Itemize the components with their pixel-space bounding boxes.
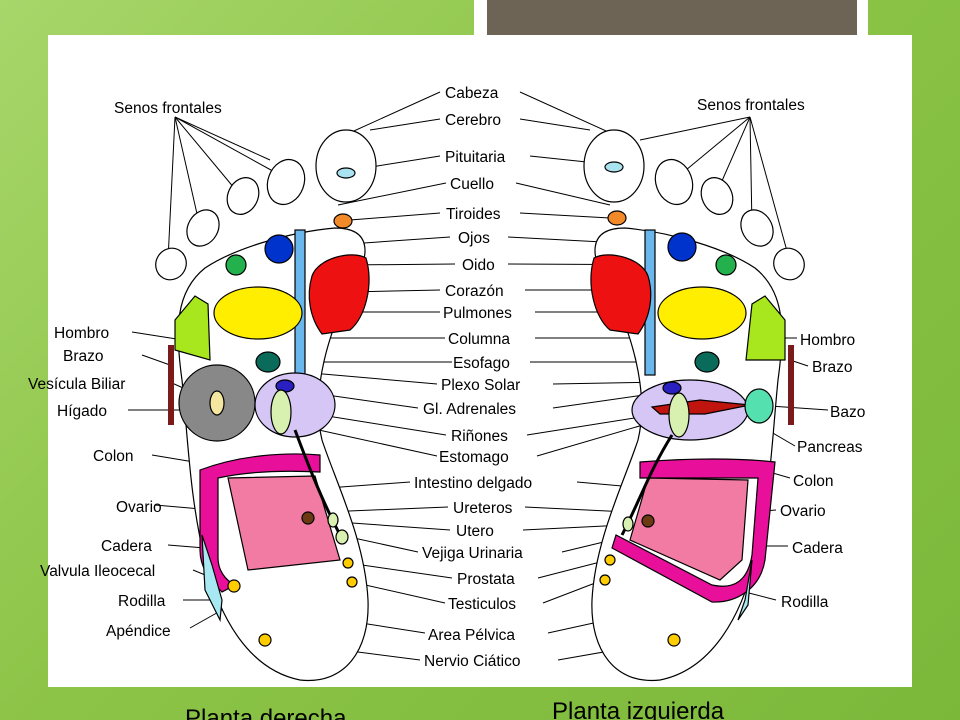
left-point-testicles: [599, 574, 611, 586]
right-ear: [225, 254, 247, 276]
right-thyroid: [333, 213, 353, 229]
right-foot: [155, 129, 377, 682]
label-left-brazo: Brazo: [63, 348, 104, 365]
right-point-prostate: [342, 557, 354, 569]
label-center-utero: Utero: [456, 523, 494, 540]
right-esophagus: [255, 351, 281, 373]
label-left-senos-frontales: Senos frontales: [114, 100, 222, 117]
left-shoulder: [745, 295, 786, 361]
label-right-cadera: Cadera: [792, 540, 843, 557]
left-esophagus: [694, 351, 720, 373]
label-left-vesicula-biliar: Vesícula Biliar: [28, 376, 125, 393]
labels: CabezaCerebroPituitariaCuelloTiroidesOjo…: [28, 85, 865, 670]
label-right-senos-frontales: Senos frontales: [697, 97, 805, 114]
label-right-brazo: Brazo: [812, 359, 853, 376]
right-toes: [155, 129, 377, 281]
left-arm: [788, 345, 794, 425]
right-lung: [213, 286, 303, 340]
left-pituitary: [604, 161, 624, 173]
label-center-prostata: Prostata: [457, 571, 515, 588]
left-kidney: [668, 392, 690, 438]
label-center-plexo-solar: Plexo Solar: [441, 377, 520, 394]
right-intestine: [227, 475, 341, 571]
left-point-prostate: [604, 554, 616, 566]
label-center-intestino-delgado: Intestino delgado: [414, 475, 532, 492]
label-center-nervio-ciatico: Nervio Ciático: [424, 653, 520, 670]
label-center-cerebro: Cerebro: [445, 112, 501, 129]
right-pelvic-edge: [201, 534, 223, 623]
label-center-pituitaria: Pituitaria: [445, 149, 506, 166]
right-arm: [168, 345, 174, 425]
left-spleen: [744, 388, 774, 424]
label-center-cabeza: Cabeza: [445, 85, 499, 102]
right-solar-plexus: [254, 372, 336, 438]
right-pituitary: [336, 167, 356, 179]
label-left-colon: Colon: [93, 448, 134, 465]
label-center-tiroides: Tiroides: [446, 206, 501, 223]
caption-right-foot: Planta derecha: [185, 705, 347, 720]
label-right-ovario: Ovario: [780, 503, 826, 520]
left-heart: [590, 254, 652, 335]
right-heart: [308, 254, 370, 335]
left-foot: [583, 129, 805, 682]
left-pelvic-edge: [737, 559, 753, 621]
left-ovary: [641, 514, 655, 528]
right-ovary: [301, 511, 315, 525]
left-eye: [667, 232, 697, 262]
left-lung: [657, 286, 747, 340]
label-center-gl-adrenales: Gl. Adrenales: [423, 401, 516, 418]
right-point-sciatic: [258, 633, 272, 647]
label-left-valvula-ileocecal: Valvula Ileocecal: [40, 563, 155, 580]
left-point-sciatic: [667, 633, 681, 647]
left-adrenal: [662, 381, 682, 395]
captions: Planta derecha Planta izquierda: [185, 698, 725, 720]
right-bladder: [335, 529, 349, 545]
label-right-rodilla: Rodilla: [781, 594, 829, 611]
left-intestine: [629, 477, 749, 581]
label-left-ovario: Ovario: [116, 499, 162, 516]
label-left-higado: Hígado: [57, 403, 107, 420]
right-kidney: [270, 389, 292, 435]
left-thyroid: [607, 210, 627, 226]
label-center-ureteros: Ureteros: [453, 500, 513, 517]
label-center-cuello: Cuello: [450, 176, 494, 193]
label-center-testiculos: Testiculos: [448, 596, 516, 613]
label-center-area-pelvica: Area Pélvica: [428, 627, 515, 644]
label-center-ojos: Ojos: [458, 230, 490, 247]
right-point-testicles: [346, 576, 358, 588]
label-left-apendice: Apéndice: [106, 623, 171, 640]
left-ear: [715, 254, 737, 276]
label-left-cadera: Cadera: [101, 538, 152, 555]
label-center-pulmones: Pulmones: [443, 305, 512, 322]
label-center-columna: Columna: [448, 331, 510, 348]
label-left-hombro: Hombro: [54, 325, 109, 342]
label-center-oido: Oido: [462, 257, 495, 274]
right-uterus: [327, 512, 339, 528]
right-gallbladder: [209, 390, 225, 416]
label-center-rinones: Riñones: [451, 428, 508, 445]
label-center-vejiga-urinaria: Vejiga Urinaria: [422, 545, 523, 562]
label-left-rodilla: Rodilla: [118, 593, 166, 610]
label-center-estomago: Estomago: [439, 449, 509, 466]
label-right-hombro: Hombro: [800, 332, 855, 349]
label-center-corazon: Corazón: [445, 283, 504, 300]
left-colon: [611, 458, 776, 603]
label-right-colon: Colon: [793, 473, 834, 490]
right-eye: [264, 234, 294, 264]
label-right-pancreas: Pancreas: [797, 439, 863, 456]
right-shoulder: [174, 295, 211, 361]
label-center-esofago: Esofago: [453, 355, 510, 372]
label-right-bazo: Bazo: [830, 404, 865, 421]
caption-left-foot: Planta izquierda: [552, 698, 725, 720]
right-point-ileocecal: [227, 579, 241, 593]
left-uterus: [622, 516, 634, 532]
